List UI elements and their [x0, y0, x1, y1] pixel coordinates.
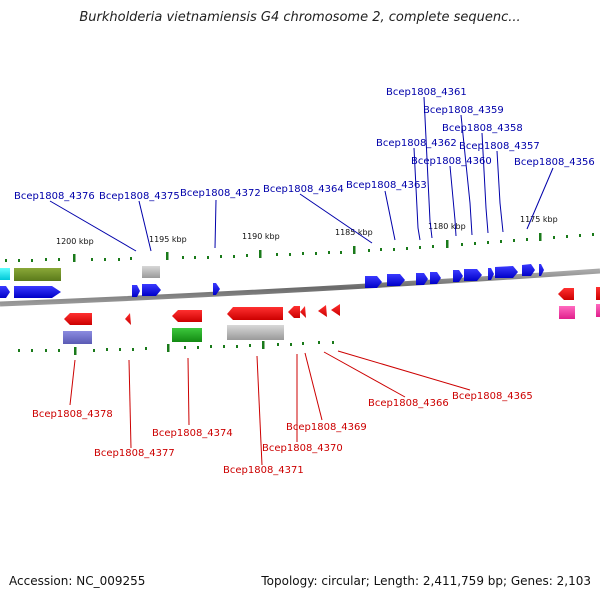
gene-arrow[interactable] — [142, 284, 161, 296]
kbp-label: 1185 kbp — [335, 228, 373, 237]
gene-arrow[interactable] — [0, 286, 10, 298]
gene-label[interactable]: Bcep1808_4377 — [94, 448, 175, 459]
kbp-scale: 1200 kbp 1195 kbp 1190 kbp 1185 kbp 1180… — [56, 215, 558, 246]
gene-block[interactable] — [596, 304, 600, 317]
gene-label[interactable]: Bcep1808_4374 — [152, 428, 233, 439]
gene-label[interactable]: Bcep1808_4359 — [423, 105, 504, 116]
lower-tick-track — [18, 341, 334, 355]
gene-arrow[interactable] — [288, 306, 300, 318]
gene-label[interactable]: Bcep1808_4360 — [411, 156, 492, 167]
kbp-label: 1180 kbp — [428, 222, 466, 231]
forward-leader-lines — [49, 96, 554, 252]
gene-arrow[interactable] — [430, 272, 441, 284]
gene-arrow[interactable] — [539, 264, 544, 276]
gene-label[interactable]: Bcep1808_4364 — [263, 184, 344, 195]
gene-arrow[interactable] — [464, 269, 482, 281]
gene-arrow[interactable] — [495, 266, 518, 278]
gene-label[interactable]: Bcep1808_4366 — [368, 398, 449, 409]
gene-label[interactable]: Bcep1808_4362 — [376, 138, 457, 149]
gene-block[interactable] — [227, 325, 284, 340]
gene-arrow[interactable] — [416, 273, 428, 285]
gene-arrow[interactable] — [132, 285, 140, 297]
gene-label[interactable]: Bcep1808_4376 — [14, 191, 95, 202]
gene-arrow[interactable] — [365, 276, 382, 288]
gene-arrow[interactable] — [387, 274, 405, 286]
gene-block[interactable] — [142, 266, 160, 278]
gene-arrow[interactable] — [172, 310, 202, 322]
map-title: Burkholderia vietnamiensis G4 chromosome… — [79, 10, 521, 25]
gene-arrow[interactable] — [14, 286, 61, 298]
reverse-leader-lines — [69, 350, 471, 466]
kbp-label: 1175 kbp — [520, 215, 558, 224]
gene-arrow[interactable] — [488, 268, 494, 280]
kbp-label: 1195 kbp — [149, 235, 187, 244]
gene-block[interactable] — [172, 328, 202, 342]
gene-block[interactable] — [596, 287, 600, 300]
accession-text: Accession: NC_009255 — [9, 574, 146, 588]
topology-text: Topology: circular; Length: 2,411,759 bp… — [261, 574, 591, 588]
forward-genes — [0, 264, 544, 298]
gene-arrow[interactable] — [318, 305, 327, 317]
gene-arrow[interactable] — [522, 264, 535, 276]
gene-arrow[interactable] — [300, 306, 306, 318]
kbp-label: 1200 kbp — [56, 237, 94, 246]
gene-label[interactable]: Bcep1808_4358 — [442, 123, 523, 134]
gene-block[interactable] — [14, 268, 61, 281]
gene-arrow[interactable] — [125, 313, 131, 325]
gene-label[interactable]: Bcep1808_4372 — [180, 188, 261, 199]
reverse-gene-labels: Bcep1808_4378 Bcep1808_4377 Bcep1808_437… — [32, 391, 533, 476]
gene-label[interactable]: Bcep1808_4365 — [452, 391, 533, 402]
kbp-label: 1190 kbp — [242, 232, 280, 241]
gene-label[interactable]: Bcep1808_4356 — [514, 157, 595, 168]
upper-tick-track — [5, 233, 594, 262]
gene-label[interactable]: Bcep1808_4369 — [286, 422, 367, 433]
gene-block[interactable] — [0, 268, 10, 280]
gene-label[interactable]: Bcep1808_4378 — [32, 409, 113, 420]
gene-arrow[interactable] — [558, 288, 574, 300]
chromosome-backbone — [0, 268, 600, 307]
gene-arrow[interactable] — [331, 304, 340, 316]
gene-arrow[interactable] — [227, 307, 283, 320]
gene-label[interactable]: Bcep1808_4375 — [99, 191, 180, 202]
gene-label[interactable]: Bcep1808_4363 — [346, 180, 427, 191]
forward-gene-labels: Bcep1808_4376 Bcep1808_4375 Bcep1808_437… — [14, 87, 595, 202]
gene-label[interactable]: Bcep1808_4370 — [262, 443, 343, 454]
gene-arrow[interactable] — [64, 313, 92, 325]
gene-label[interactable]: Bcep1808_4371 — [223, 465, 304, 476]
gene-block[interactable] — [559, 306, 575, 319]
gene-label[interactable]: Bcep1808_4357 — [459, 141, 540, 152]
gene-arrow[interactable] — [213, 283, 220, 295]
gene-arrow[interactable] — [453, 270, 463, 282]
reverse-genes — [63, 287, 600, 344]
gene-block[interactable] — [63, 331, 92, 344]
gene-label[interactable]: Bcep1808_4361 — [386, 87, 467, 98]
